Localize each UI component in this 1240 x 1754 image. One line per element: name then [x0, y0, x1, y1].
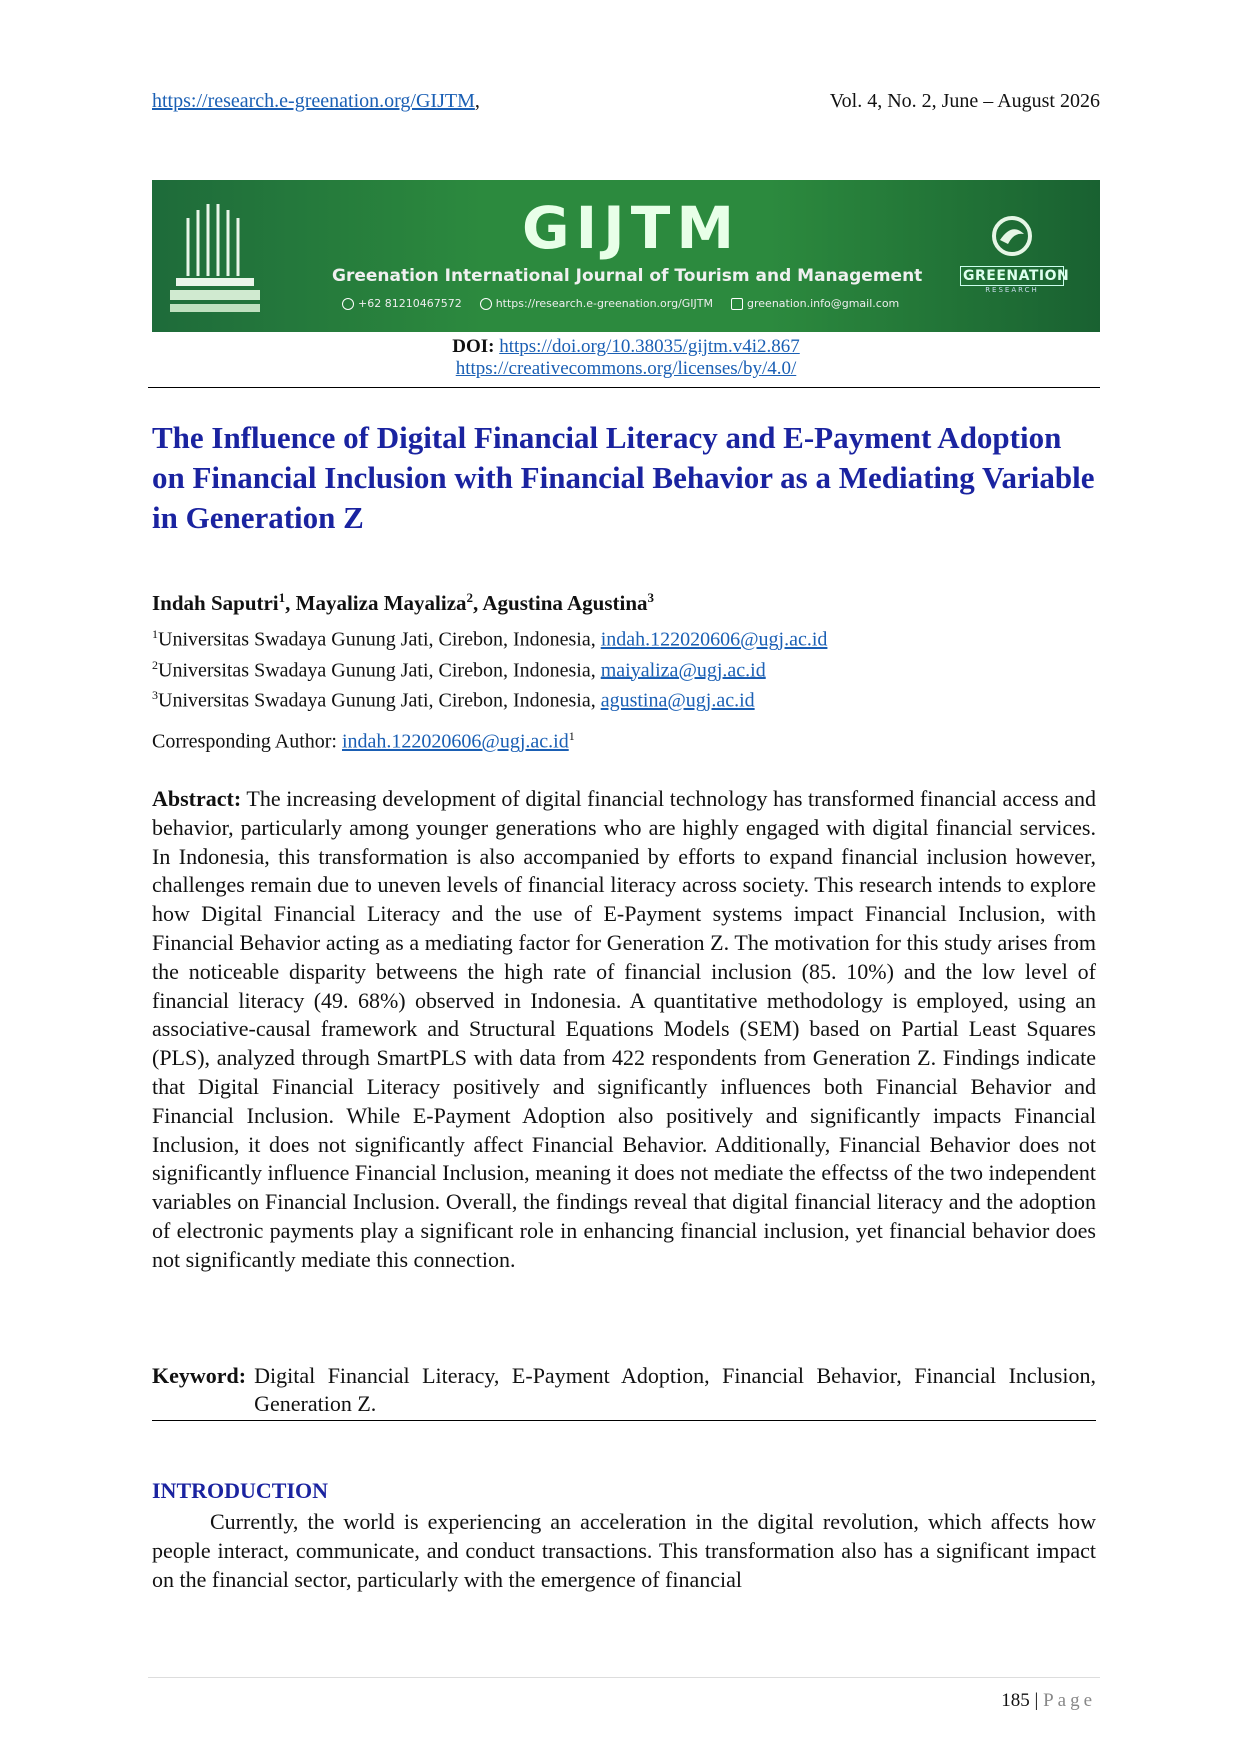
page-word: Page [1043, 1690, 1096, 1711]
banner-journal-name: Greenation International Journal of Tour… [332, 266, 923, 286]
author-name: Indah Saputri [152, 591, 279, 615]
author-name: Agustina Agustina [482, 591, 648, 615]
banner-journal-abbr: GIJTM [522, 194, 741, 262]
pillars-logo-icon [170, 204, 260, 312]
author-name: Mayaliza Mayaliza [295, 591, 467, 615]
banner-contacts: +62 81210467572 https://research.e-green… [342, 297, 899, 310]
paper-title: The Influence of Digital Financial Liter… [152, 420, 1095, 535]
corresponding-label: Corresponding Author: [152, 730, 342, 753]
abstract-label: Abstract: [152, 786, 242, 811]
introduction-heading: INTRODUCTION [152, 1478, 329, 1503]
doi-label: DOI: [452, 336, 495, 357]
license-link[interactable]: https://creativecommons.org/licenses/by/… [455, 358, 797, 379]
author-sup: 3 [647, 590, 655, 605]
header-divider [148, 387, 1100, 388]
author-sup: 2 [466, 590, 474, 605]
license-line: https://creativecommons.org/licenses/by/… [152, 358, 1100, 380]
abstract: Abstract: The increasing development of … [152, 785, 1096, 1275]
greenation-swirl-icon [992, 216, 1032, 256]
banner-email: greenation.info@gmail.com [731, 297, 899, 310]
page-footer: 185 | Page [1001, 1690, 1096, 1712]
banner-website: https://research.e-greenation.org/GIJTM [479, 297, 713, 310]
affiliation-list: 1Universitas Swadaya Gunung Jati, Cirebo… [152, 622, 1100, 714]
corresponding-author: Corresponding Author: indah.122020606@ug… [152, 729, 1100, 754]
doi-line: DOI: https://doi.org/10.38035/gijtm.v4i2… [152, 336, 1100, 358]
page-number: 185 [1001, 1690, 1030, 1711]
logo-word: GREENATION [960, 266, 1069, 286]
logo-subword: RESEARCH [985, 286, 1039, 294]
greenation-logo: GREENATION RESEARCH [960, 214, 1069, 298]
running-header: https://research.e-greenation.org/GIJTM,… [152, 90, 1100, 120]
volume-info: Vol. 4, No. 2, June – August 2026 [829, 90, 1100, 112]
author-list: Indah Saputri1, Mayaliza Mayaliza2, Agus… [152, 590, 1100, 616]
affiliation-item: 2Universitas Swadaya Gunung Jati, Cirebo… [152, 657, 766, 682]
corresponding-email-link[interactable]: indah.122020606@ugj.ac.id [342, 730, 569, 753]
author-email-link[interactable]: indah.122020606@ugj.ac.id [600, 628, 828, 651]
corresponding-sup: 1 [568, 729, 575, 743]
author-separator: , [285, 591, 296, 615]
globe-icon [479, 298, 492, 310]
banner-phone: +62 81210467572 [342, 297, 462, 310]
whatsapp-icon [342, 298, 354, 310]
author-separator: , [473, 591, 483, 615]
mail-icon [731, 298, 744, 310]
footer-separator: | [1029, 1690, 1044, 1711]
abstract-text: The increasing development of digital fi… [152, 786, 1096, 1272]
keyword-label: Keyword: [152, 1363, 247, 1388]
header-left: https://research.e-greenation.org/GIJTM, [152, 90, 480, 120]
introduction-paragraph: Currently, the world is experiencing an … [152, 1509, 1096, 1592]
journal-banner: GIJTM Greenation International Journal o… [152, 180, 1100, 332]
keyword-divider [152, 1420, 1096, 1421]
journal-url-link[interactable]: https://research.e-greenation.org/GIJTM [152, 90, 475, 112]
affiliation-item: 3Universitas Swadaya Gunung Jati, Cirebo… [152, 688, 755, 712]
affiliation-item: 1Universitas Swadaya Gunung Jati, Cirebo… [152, 627, 828, 651]
keyword-text: Digital Financial Literacy, E-Payment Ad… [254, 1363, 1096, 1416]
doi-block: DOI: https://doi.org/10.38035/gijtm.v4i2… [152, 336, 1100, 380]
keywords: Keyword: Digital Financial Literacy, E-P… [152, 1362, 1096, 1418]
author-email-link[interactable]: maiyaliza@ugj.ac.id [600, 659, 766, 682]
author-email-link[interactable]: agustina@ugj.ac.id [600, 689, 755, 712]
footer-divider [148, 1677, 1100, 1678]
header-url-suffix: , [474, 90, 480, 112]
doi-link[interactable]: https://doi.org/10.38035/gijtm.v4i2.867 [499, 336, 800, 357]
author-sup: 1 [278, 590, 286, 605]
